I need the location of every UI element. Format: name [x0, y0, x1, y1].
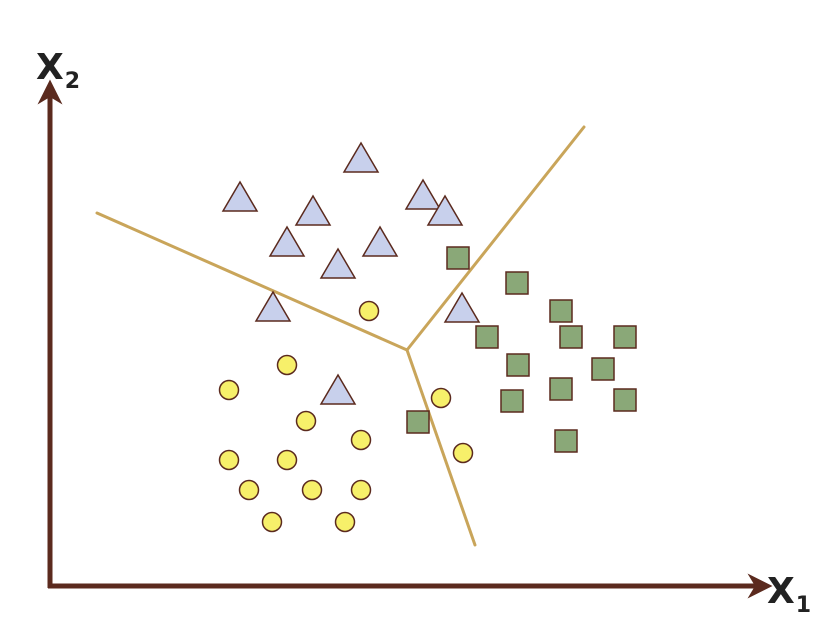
x-axis-label: X1: [767, 571, 811, 618]
circle-point: [276, 354, 298, 376]
circle-point: [276, 449, 298, 471]
circle-point: [218, 449, 240, 471]
y-axis-label: X2: [36, 47, 80, 94]
circle-point: [430, 387, 452, 409]
triangle-point: [443, 291, 481, 323]
circle-point: [238, 479, 260, 501]
boundary-line-bottom: [405, 348, 477, 547]
square-point: [505, 271, 529, 295]
triangle-point: [404, 178, 442, 210]
circle-point: [301, 479, 323, 501]
square-point: [500, 389, 524, 413]
circle-point: [350, 429, 372, 451]
circle-point: [218, 379, 240, 401]
triangle-point: [319, 247, 357, 279]
triangle-point: [294, 194, 332, 226]
decision-boundaries: [95, 125, 586, 547]
square-point: [554, 429, 578, 453]
square-point: [613, 388, 637, 412]
data-points: [218, 141, 637, 533]
square-point: [549, 377, 573, 401]
triangle-point: [254, 290, 292, 322]
square-point: [406, 410, 430, 434]
triangle-point: [342, 141, 380, 173]
circle-point: [295, 410, 317, 432]
triangle-point: [426, 194, 464, 226]
axes: [37, 79, 773, 599]
boundary-line-upper-right: [405, 125, 586, 352]
boundary-line-left: [95, 211, 409, 352]
circle-point: [452, 442, 474, 464]
circle-point: [350, 479, 372, 501]
square-point: [549, 299, 573, 323]
square-point: [613, 325, 637, 349]
circle-point: [334, 511, 356, 533]
circle-point: [261, 511, 283, 533]
triangle-point: [221, 180, 259, 212]
triangle-point: [268, 225, 306, 257]
triangle-point: [361, 225, 399, 257]
square-point: [559, 325, 583, 349]
square-point: [475, 325, 499, 349]
square-point: [591, 357, 615, 381]
triangle-point: [319, 373, 357, 405]
square-point: [446, 246, 470, 270]
circle-point: [358, 300, 380, 322]
square-point: [506, 353, 530, 377]
